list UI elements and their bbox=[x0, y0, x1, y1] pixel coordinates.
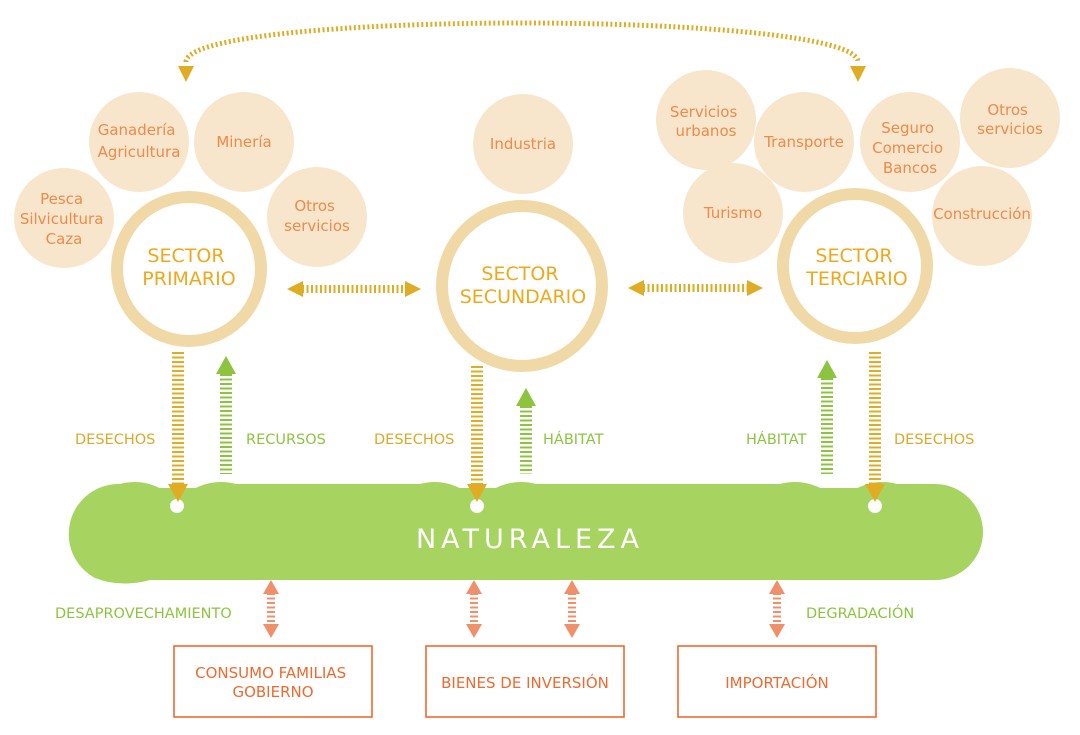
arrow-secundario-terciario bbox=[628, 280, 763, 296]
flow-terciario-habitat bbox=[817, 360, 837, 474]
bubble-construccion: Construcción bbox=[932, 166, 1032, 266]
svg-text:Pesca Silvicultura: Pesca Silvicultura Caza bbox=[20, 190, 108, 248]
bubble-ganaderia: Ganadería Agricultura bbox=[89, 92, 189, 192]
svg-text:Turismo: Turismo bbox=[703, 204, 762, 222]
bubble-mineria: Minería bbox=[194, 92, 294, 192]
label-secundario-desechos: DESECHOS bbox=[374, 432, 454, 448]
box-importacion: IMPORTACIÓN bbox=[677, 645, 877, 718]
label-secundario-habitat: HÁBITAT bbox=[543, 431, 604, 448]
bubble-otros-terciario: Otros servicios bbox=[960, 68, 1060, 168]
svg-text:Minería: Minería bbox=[216, 133, 271, 151]
bubble-servicios-urbanos: Servicios urbanos bbox=[656, 70, 756, 170]
flow-terciario-desechos bbox=[865, 352, 885, 502]
sector-secundario: SECTOR SECUNDARIO bbox=[436, 200, 608, 372]
label-terciario-habitat: HÁBITAT bbox=[746, 431, 807, 448]
box-consumo: CONSUMO FAMILIAS GOBIERNO bbox=[173, 645, 373, 718]
bubble-industria: Industria bbox=[473, 94, 573, 194]
bubble-turismo: Turismo bbox=[683, 163, 783, 263]
svg-text:Servicios urbanos: Servicios urbanos bbox=[670, 103, 742, 140]
svg-text:Construcción: Construcción bbox=[933, 205, 1031, 223]
label-primario-recursos: RECURSOS bbox=[246, 432, 326, 448]
sector-terciario: SECTOR TERCIARIO bbox=[777, 188, 933, 344]
label-degradacion: DEGRADACIÓN bbox=[806, 604, 914, 622]
svg-text:SECTOR SECUNDARIO: SECTOR SECUNDARIO bbox=[460, 263, 587, 308]
label-terciario-desechos: DESECHOS bbox=[894, 432, 974, 448]
arrow-importacion bbox=[769, 580, 785, 638]
arrow-primario-secundario bbox=[287, 281, 421, 297]
arrow-consumo bbox=[263, 580, 279, 638]
bubble-pesca: Pesca Silvicultura Caza bbox=[14, 168, 114, 268]
bubble-seguro: Seguro Comercio Bancos bbox=[860, 92, 960, 192]
label-desaprovechamiento: DESAPROVECHAMIENTO bbox=[55, 606, 232, 622]
box-bienes: BIENES DE INVERSIÓN bbox=[425, 645, 625, 718]
svg-text:CONSUMO FAMILIAS GOBIERN: CONSUMO FAMILIAS GOBIERNO bbox=[195, 664, 351, 701]
svg-text:Seguro Comercio Ba: Seguro Comercio Bancos bbox=[872, 119, 948, 177]
flow-primario-desechos bbox=[168, 352, 188, 502]
svg-text:Otros servicios: Otros servicios bbox=[977, 101, 1043, 138]
svg-text:Ganadería Agricultura: Ganadería Agricultura bbox=[98, 121, 181, 161]
svg-text:Industria: Industria bbox=[490, 135, 556, 153]
flow-primario-recursos bbox=[216, 356, 236, 474]
bubble-otros-primario: Otros servicios bbox=[267, 167, 367, 267]
top-arc-connector bbox=[178, 20, 866, 82]
svg-text:BIENES DE INVERSIÓN: BIENES DE INVERSIÓN bbox=[441, 673, 609, 692]
flow-secundario-desechos bbox=[467, 366, 487, 502]
svg-text:IMPORTACIÓN: IMPORTACIÓN bbox=[725, 673, 828, 692]
svg-text:Otros servicios: Otros servicios bbox=[284, 197, 350, 235]
bubble-transporte: Transporte bbox=[754, 92, 854, 192]
svg-text:Transporte: Transporte bbox=[763, 133, 844, 151]
nature-band: NATURALEZA bbox=[68, 482, 983, 584]
arrow-bienes-right bbox=[564, 580, 580, 638]
flow-secundario-habitat bbox=[516, 388, 536, 474]
arrow-bienes-left bbox=[466, 580, 482, 638]
svg-text:SECTOR PRIMARIO: SECTOR PRIMARIO bbox=[142, 245, 235, 290]
sector-primario: SECTOR PRIMARIO bbox=[111, 191, 267, 347]
svg-text:SECTOR TERCIARIO: SECTOR TERCIARIO bbox=[805, 245, 908, 290]
nature-label: NATURALEZA bbox=[416, 524, 644, 555]
label-primario-desechos: DESECHOS bbox=[75, 432, 155, 448]
